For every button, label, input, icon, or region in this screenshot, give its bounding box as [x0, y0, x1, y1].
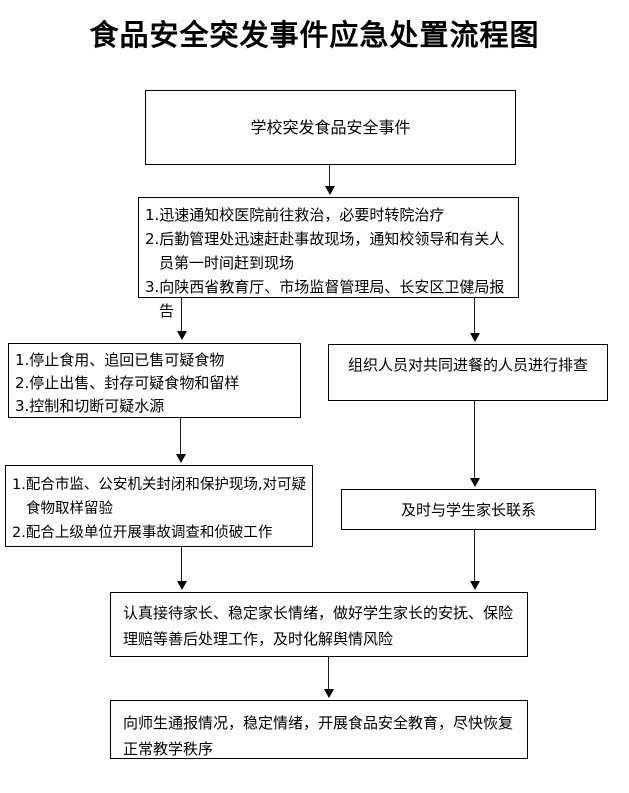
arrow-first-response-to-screening [470, 298, 480, 342]
node-aftercare: 认真接待家长、稳定家长情绪，做好学生家长的安抚、保险理赔等善后处理工作，及时化解… [110, 592, 528, 657]
list-item: 2.后勤管理处迅速赶赴事故现场，通知校领导和有关人员第一时间赶到现场 [145, 230, 505, 272]
list-item: 3.向陕西省教育厅、市场监督管理局、长安区卫健局报告 [145, 278, 505, 320]
node-investigation: 1.配合市监、公安机关封闭和保护现场,对可疑食物取样留验 2.配合上级单位开展事… [5, 465, 313, 547]
arrow-investigation-to-aftercare [177, 547, 187, 590]
arrow-incident-to-first-response [325, 165, 335, 195]
arrow-containment-to-investigation [176, 418, 186, 463]
list-item: 2.配合上级单位开展事故调查和侦破工作 [12, 525, 273, 541]
node-screening-label: 组织人员对共同进餐的人员进行排查 [347, 356, 588, 374]
list-item: 2.停止出售、封存可疑食物和留样 [15, 374, 240, 392]
arrow-first-response-to-containment [177, 298, 187, 340]
node-containment: 1.停止食用、追回已售可疑食物 2.停止出售、封存可疑食物和留样 3.控制和切断… [8, 343, 301, 418]
list-item: 1.配合市监、公安机关封闭和保护现场,对可疑食物取样留验 [12, 477, 306, 517]
page-title: 食品安全突发事件应急处置流程图 [89, 18, 540, 52]
arrow-screening-to-contact-parents [470, 401, 480, 487]
node-contact-parents: 及时与学生家长联系 [341, 489, 596, 530]
arrow-aftercare-to-restore-order [324, 657, 334, 698]
node-first-response: 1.迅速通知校医院前往救治，必要时转院治疗 2.后勤管理处迅速赶赴事故现场，通知… [138, 197, 519, 320]
node-contact-parents-label: 及时与学生家长联系 [400, 500, 536, 519]
node-incident-label: 学校突发食品安全事件 [250, 117, 411, 137]
arrow-contact-parents-to-aftercare [470, 530, 480, 590]
node-aftercare-label: 认真接待家长、稳定家长情绪，做好学生家长的安抚、保险理赔等善后处理工作，及时化解… [123, 604, 514, 648]
list-item: 1.停止食用、追回已售可疑食物 [15, 351, 225, 369]
node-restore-order-label: 向师生通报情况，稳定情绪，开展食品安全教育，尽快恢复正常教学秩序 [123, 714, 514, 758]
node-investigation-items: 1.配合市监、公安机关封闭和保护现场,对可疑食物取样留验 2.配合上级单位开展事… [6, 466, 312, 545]
node-incident: 学校突发食品安全事件 [145, 90, 516, 165]
node-screening: 组织人员对共同进餐的人员进行排查 [328, 344, 608, 401]
node-containment-items: 1.停止食用、追回已售可疑食物 2.停止出售、封存可疑食物和留样 3.控制和切断… [9, 344, 300, 418]
list-item: 1.迅速通知校医院前往救治，必要时转院治疗 [145, 206, 445, 224]
list-item: 3.控制和切断可疑水源 [15, 397, 165, 415]
node-restore-order: 向师生通报情况，稳定情绪，开展食品安全教育，尽快恢复正常教学秩序 [110, 700, 528, 759]
node-first-response-items: 1.迅速通知校医院前往救治，必要时转院治疗 2.后勤管理处迅速赶赴事故现场，通知… [139, 198, 518, 323]
